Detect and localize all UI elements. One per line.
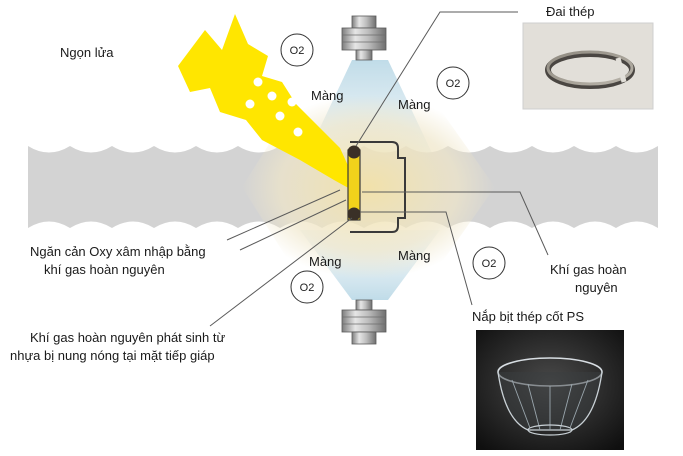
steel-band-label: Đai thép <box>546 4 595 19</box>
flame-label: Ngọn lửa <box>60 45 114 60</box>
nozzle-bottom <box>341 299 387 345</box>
ps-cap-photo <box>476 330 624 450</box>
membrane-label-bottom-left: Màng <box>309 254 342 269</box>
oxygen-label-4: O2 <box>300 282 315 294</box>
flame-sparks <box>245 77 303 137</box>
oxygen-label-1: O2 <box>290 45 305 57</box>
steel-band-dot-top <box>347 145 361 159</box>
gas-source-line-2: nhựa bị nung nóng tại mặt tiếp giáp <box>10 348 215 363</box>
block-oxygen-line-1: Ngăn cản Oxy xâm nhập bằng <box>30 244 206 259</box>
flame <box>178 14 352 190</box>
reducing-gas-line-1: Khí gas hoàn <box>550 262 627 277</box>
nozzle-top <box>341 15 387 61</box>
membrane-label-top-left: Màng <box>311 88 344 103</box>
membrane-label-top-right: Màng <box>398 97 431 112</box>
oxygen-label-2: O2 <box>446 78 461 90</box>
oxygen-markers <box>280 33 506 304</box>
cap-section <box>350 141 406 233</box>
oxygen-label-3: O2 <box>482 258 497 270</box>
ps-cap-label: Nắp bịt thép cốt PS <box>472 309 585 324</box>
gas-source-line-1: Khí gas hoàn nguyên phát sinh từ <box>30 330 226 345</box>
membrane-label-bottom-right: Màng <box>398 248 431 263</box>
steel-band-photo <box>522 22 654 110</box>
steel-band-dot-bottom <box>347 207 361 221</box>
leader-lines <box>209 11 549 327</box>
reducing-gas-line-2: nguyên <box>575 280 618 295</box>
block-oxygen-line-2: khí gas hoàn nguyên <box>44 262 165 277</box>
